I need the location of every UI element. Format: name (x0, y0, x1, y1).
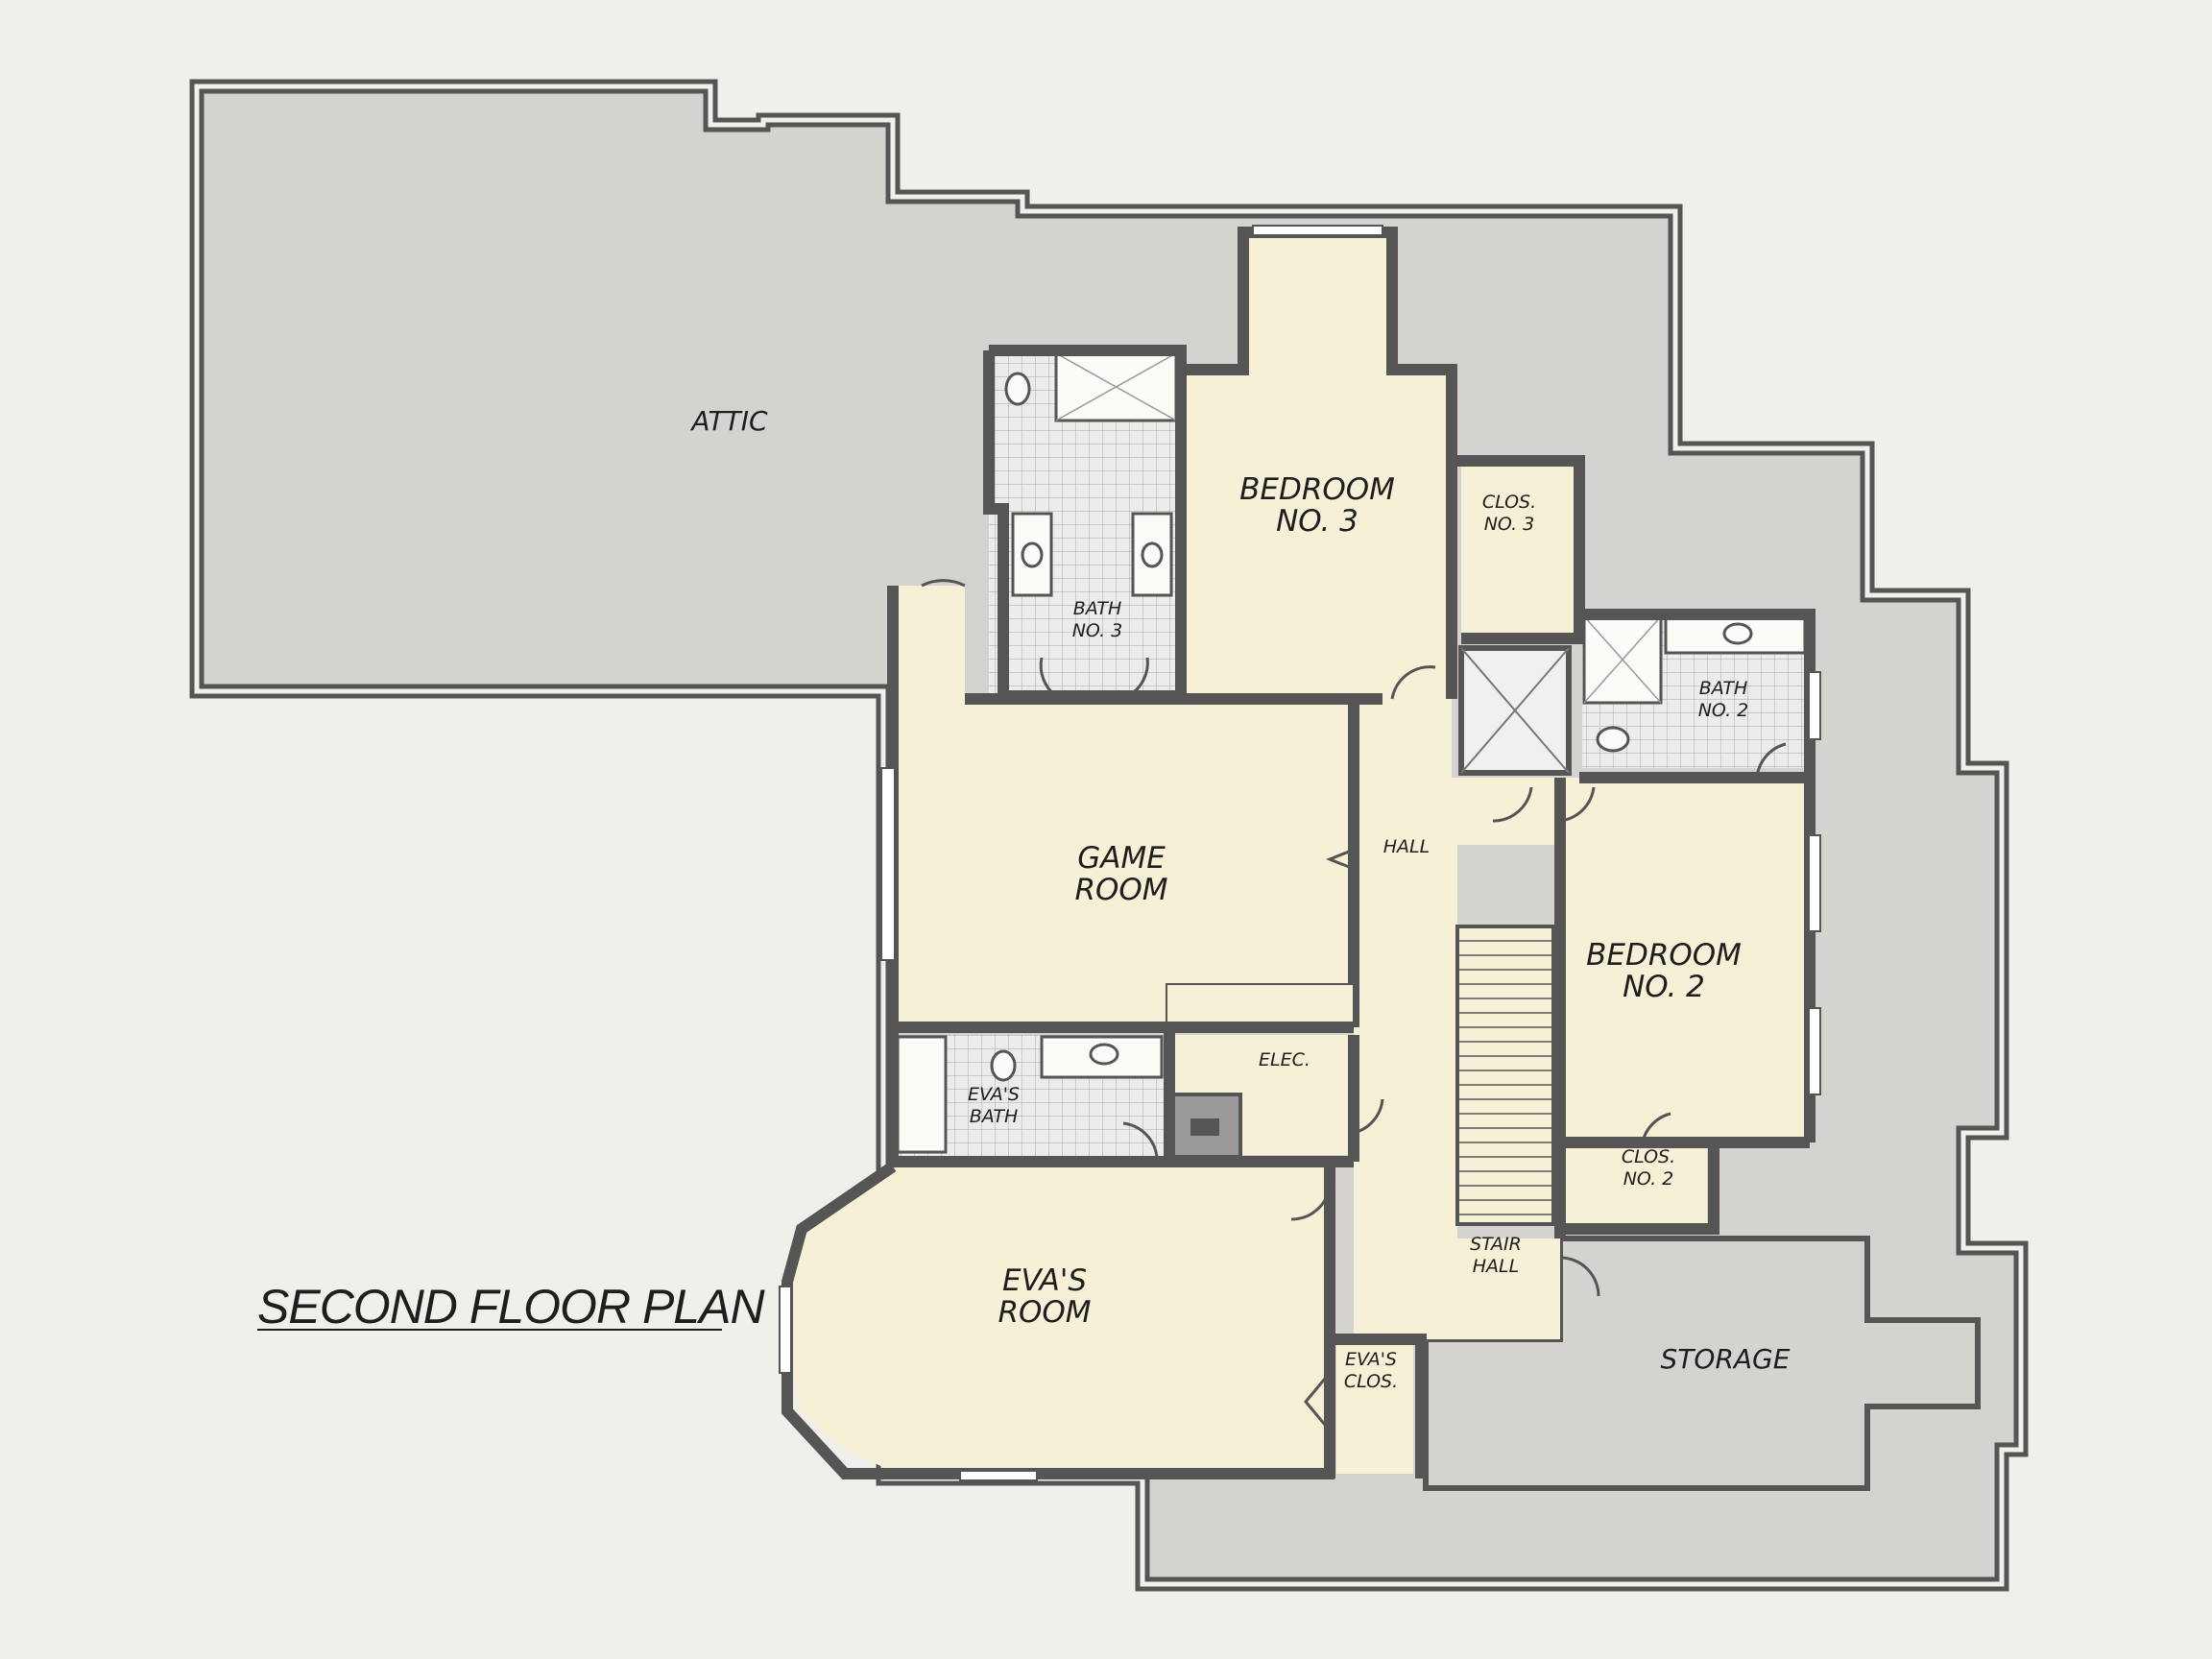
game-room (893, 586, 1354, 1027)
chimney (1171, 1093, 1242, 1159)
closet-no3-label-num: NO. 3 (1484, 514, 1535, 535)
stair-hall-label: STAIR (1470, 1234, 1522, 1255)
bath-no3-label: BATH (1073, 598, 1122, 619)
evas-bath-label: EVA'S (968, 1084, 1020, 1105)
bedroom-no2-label: BEDROOM (1586, 938, 1742, 973)
game-room-label-2: ROOM (1074, 873, 1167, 907)
elec-label: ELEC. (1259, 1049, 1310, 1070)
evas-room-label: EVA'S (1002, 1263, 1087, 1298)
attic-label: ATTIC (689, 405, 768, 437)
bath-no3-label-num: NO. 3 (1072, 620, 1123, 641)
bedroom-no2-label-num: NO. 2 (1623, 970, 1705, 1004)
evas-closet-label-2: CLOS. (1344, 1371, 1398, 1392)
game-room-label: GAME (1077, 841, 1166, 876)
closet-no2-label: CLOS. (1622, 1146, 1675, 1167)
closet-no3-label: CLOS. (1482, 492, 1536, 513)
shaft (1458, 645, 1572, 776)
bath-no2-label-num: NO. 2 (1698, 700, 1749, 721)
storage-label: STORAGE (1661, 1343, 1791, 1375)
closet-no-3 (1461, 461, 1579, 638)
evas-room (787, 1166, 1330, 1474)
bedroom-no-2 (1565, 778, 1810, 1142)
closet-no-2 (1565, 1147, 1707, 1229)
windows (779, 225, 1821, 1481)
interior-walls (781, 227, 1815, 1479)
evas-closet-label: EVA'S (1345, 1349, 1397, 1370)
evas-bath (896, 1035, 1165, 1160)
staircase (1455, 925, 1555, 1226)
evas-closet (1336, 1339, 1413, 1474)
stair-hall-label-2: HALL (1473, 1256, 1519, 1277)
bedroom-no3-label: BEDROOM (1239, 472, 1395, 507)
hall-label: HALL (1383, 836, 1430, 857)
bath-no-2 (1582, 613, 1808, 768)
plan-title: SECOND FLOOR PLAN (257, 1280, 765, 1334)
evas-room-label-2: ROOM (998, 1295, 1091, 1330)
bedroom-no3-label-num: NO. 3 (1276, 504, 1358, 539)
bath-no-3 (989, 350, 1178, 696)
bath-no2-label: BATH (1699, 678, 1748, 699)
closet-no2-label-num: NO. 2 (1623, 1168, 1674, 1190)
evas-bath-label-2: BATH (970, 1106, 1019, 1127)
door-swings (921, 579, 1787, 1431)
